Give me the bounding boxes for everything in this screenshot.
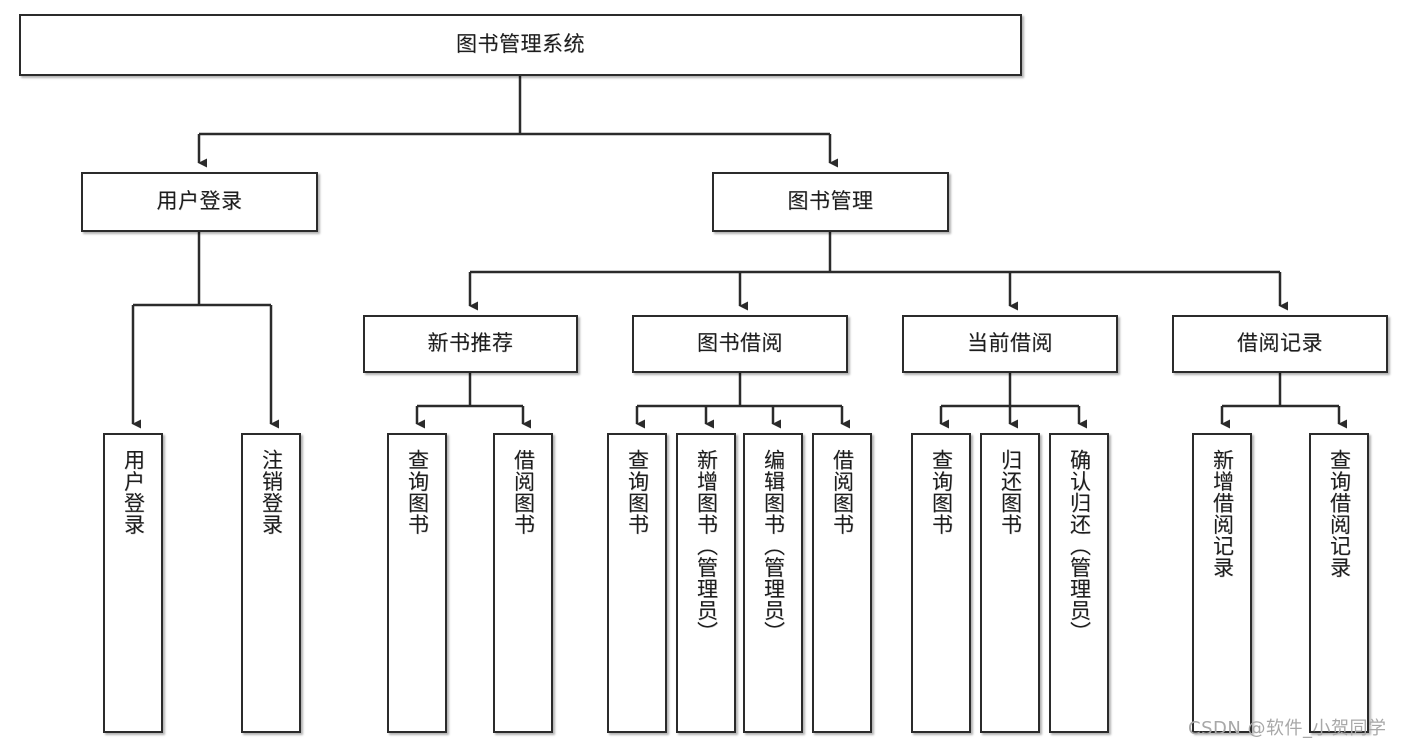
leaf-query-book-3[interactable]: 查询图书 bbox=[911, 433, 971, 733]
leaf-user-login-label: 用户登录 bbox=[121, 449, 146, 535]
leaf-query-book-2[interactable]: 查询图书 bbox=[607, 433, 667, 733]
leaf-add-book-label: 新增图书（管理员） bbox=[694, 449, 719, 643]
node-book-borrow-label: 图书借阅 bbox=[697, 331, 783, 356]
watermark-text: CSDN @软件_小贺同学 bbox=[1188, 718, 1387, 739]
leaf-borrow-book-2[interactable]: 借阅图书 bbox=[812, 433, 872, 733]
node-root[interactable]: 图书管理系统 bbox=[19, 14, 1022, 76]
leaf-query-book-3-label: 查询图书 bbox=[929, 449, 954, 535]
leaf-query-book-2-label: 查询图书 bbox=[625, 449, 650, 535]
leaf-query-book-1-label: 查询图书 bbox=[405, 449, 430, 535]
leaf-user-login[interactable]: 用户登录 bbox=[103, 433, 163, 733]
node-borrow-record-label: 借阅记录 bbox=[1237, 331, 1323, 356]
node-book-management-label: 图书管理 bbox=[787, 189, 874, 214]
leaf-add-record-label: 新增借阅记录 bbox=[1210, 449, 1235, 578]
node-borrow-record[interactable]: 借阅记录 bbox=[1172, 315, 1388, 373]
leaf-borrow-book-1[interactable]: 借阅图书 bbox=[493, 433, 553, 733]
leaf-query-book-1[interactable]: 查询图书 bbox=[387, 433, 447, 733]
leaf-borrow-book-2-label: 借阅图书 bbox=[830, 449, 855, 535]
node-book-management[interactable]: 图书管理 bbox=[712, 172, 949, 232]
leaf-confirm-return-label: 确认归还（管理员） bbox=[1067, 449, 1092, 643]
leaf-confirm-return[interactable]: 确认归还（管理员） bbox=[1049, 433, 1109, 733]
leaf-query-record[interactable]: 查询借阅记录 bbox=[1309, 433, 1369, 733]
node-new-book-recommend[interactable]: 新书推荐 bbox=[363, 315, 578, 373]
node-new-book-recommend-label: 新书推荐 bbox=[427, 331, 514, 356]
node-current-borrow[interactable]: 当前借阅 bbox=[902, 315, 1118, 373]
node-root-label: 图书管理系统 bbox=[456, 32, 585, 57]
node-user-login[interactable]: 用户登录 bbox=[81, 172, 318, 232]
leaf-logout-login[interactable]: 注销登录 bbox=[241, 433, 301, 733]
leaf-return-book[interactable]: 归还图书 bbox=[980, 433, 1040, 733]
leaf-edit-book[interactable]: 编辑图书（管理员） bbox=[743, 433, 803, 733]
node-book-borrow[interactable]: 图书借阅 bbox=[632, 315, 848, 373]
leaf-add-record[interactable]: 新增借阅记录 bbox=[1192, 433, 1252, 733]
leaf-logout-login-label: 注销登录 bbox=[259, 449, 284, 535]
leaf-query-record-label: 查询借阅记录 bbox=[1327, 449, 1352, 578]
node-current-borrow-label: 当前借阅 bbox=[967, 331, 1053, 356]
leaf-edit-book-label: 编辑图书（管理员） bbox=[761, 449, 786, 643]
leaf-add-book[interactable]: 新增图书（管理员） bbox=[676, 433, 736, 733]
leaf-borrow-book-1-label: 借阅图书 bbox=[511, 449, 536, 535]
leaf-return-book-label: 归还图书 bbox=[998, 449, 1023, 535]
node-user-login-label: 用户登录 bbox=[156, 189, 243, 214]
